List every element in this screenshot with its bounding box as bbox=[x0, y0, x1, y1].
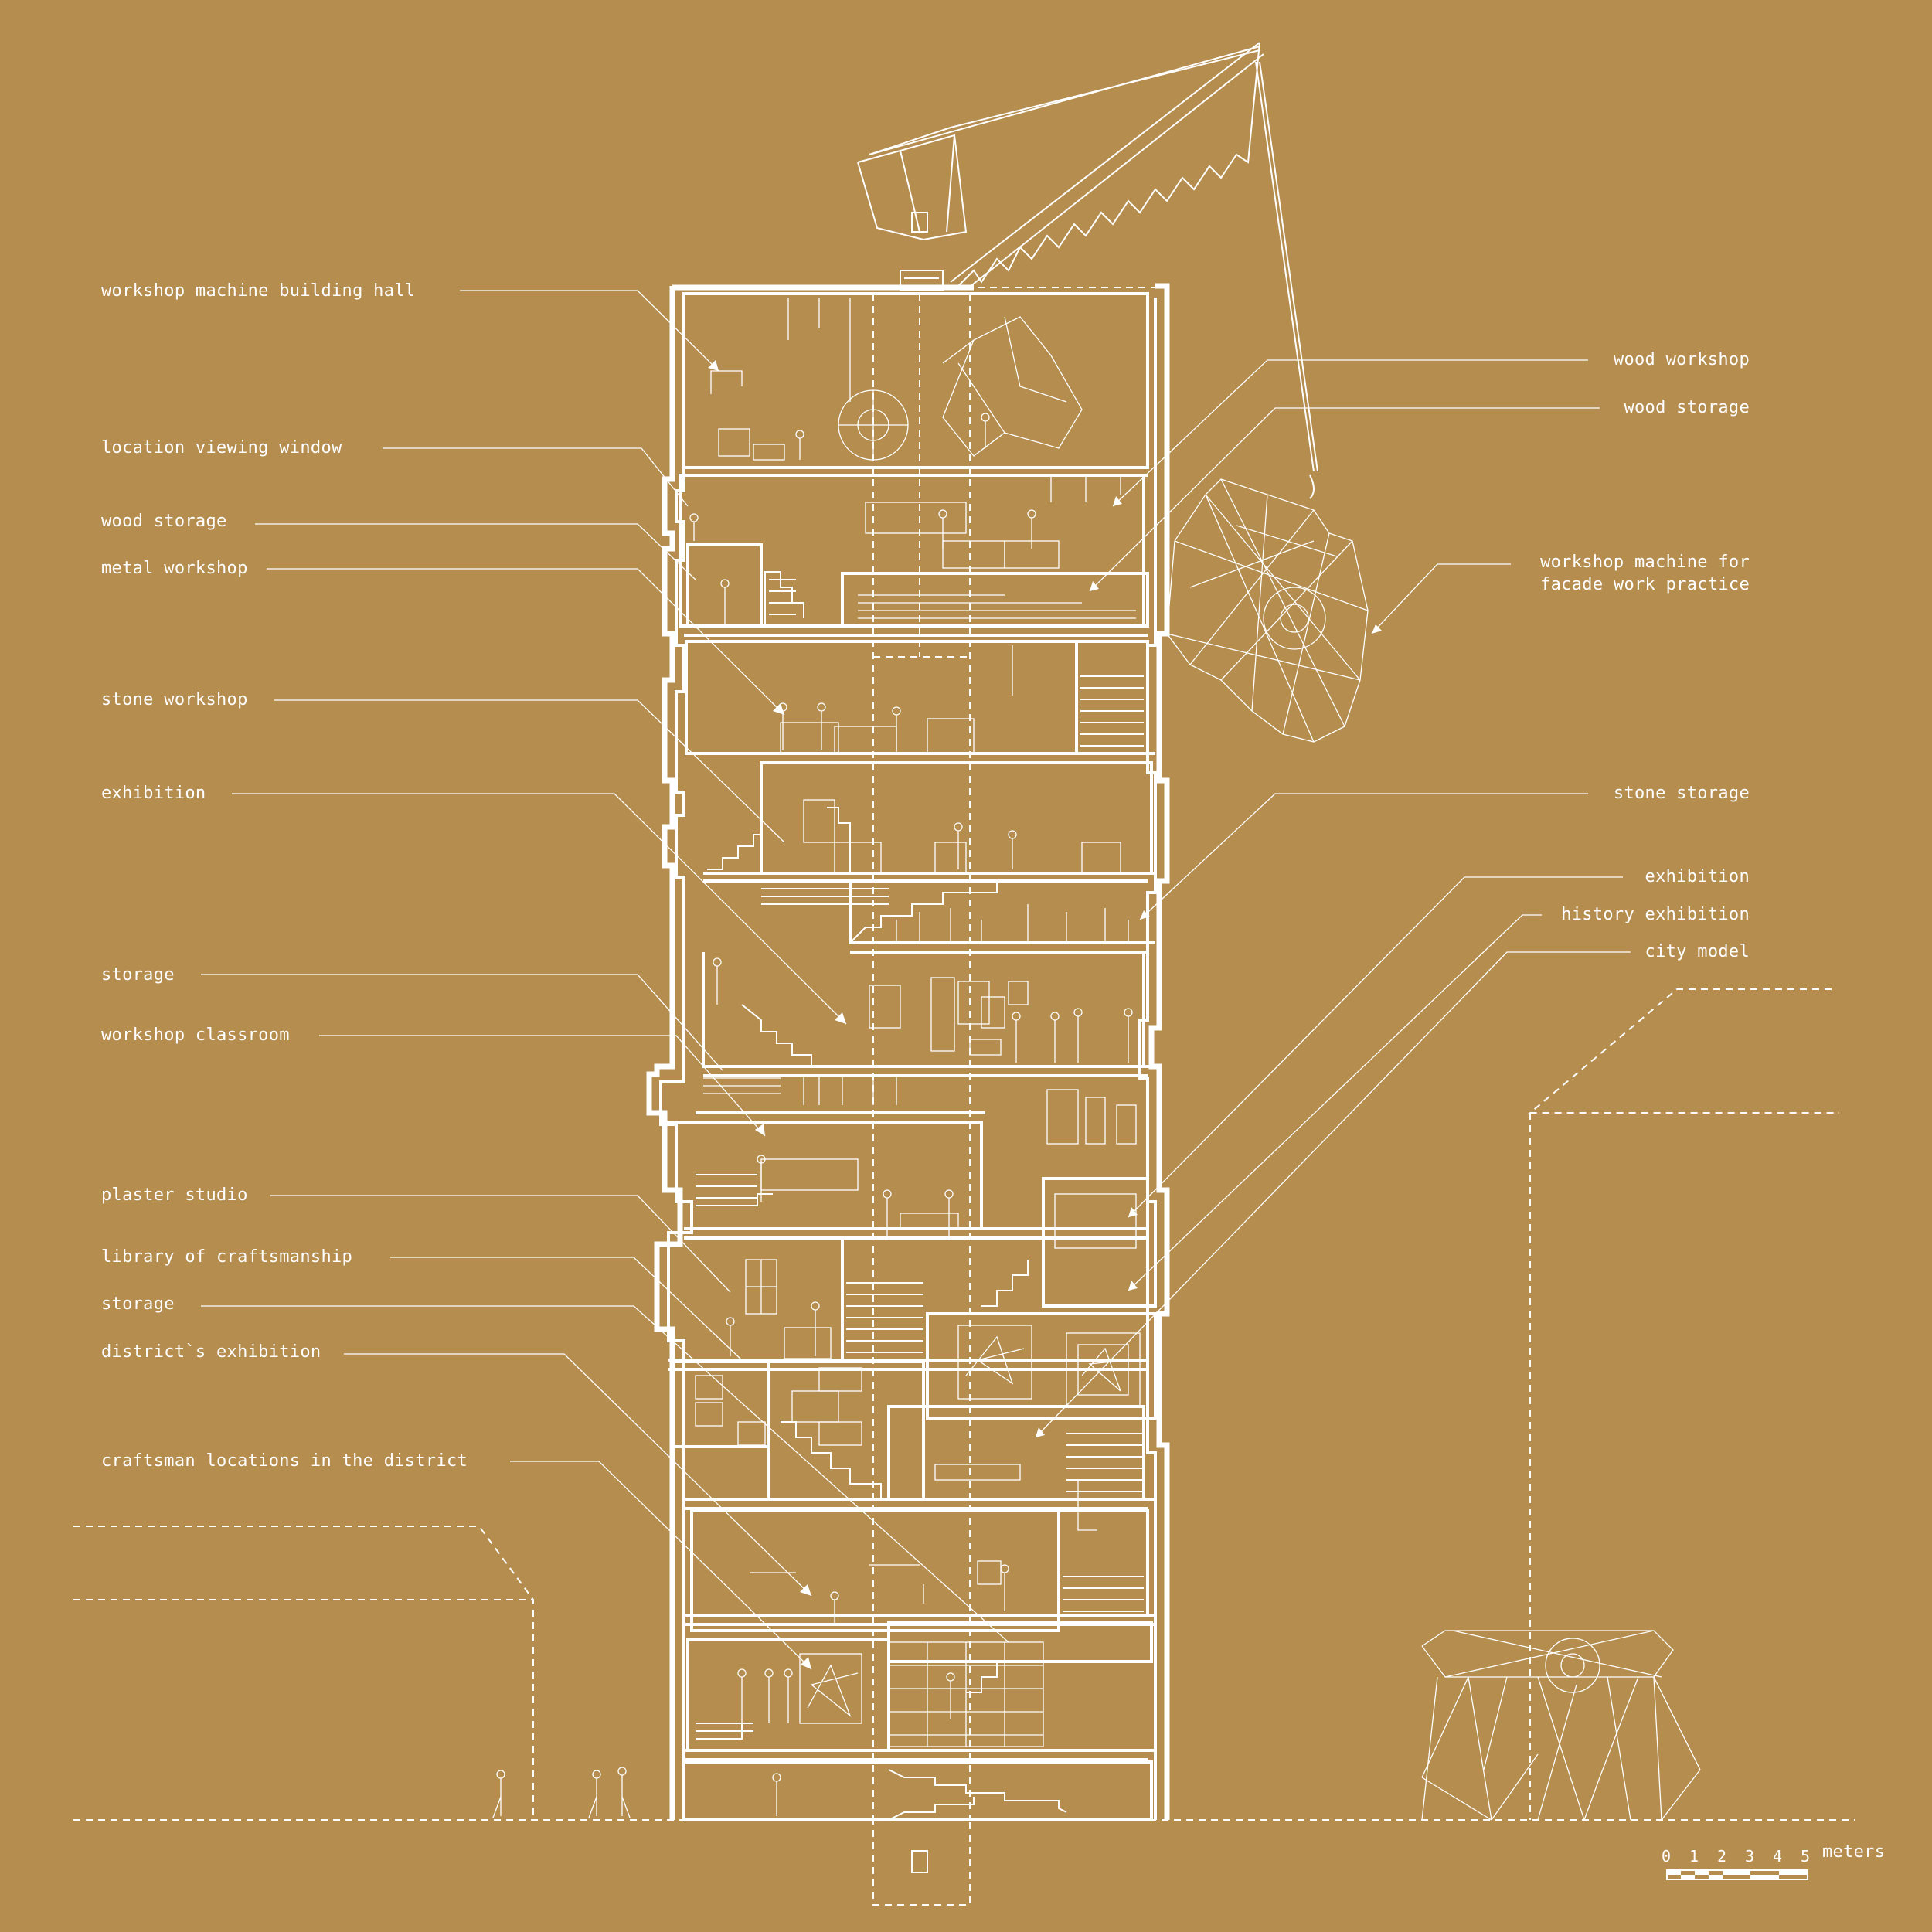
scale-tick-1: 1 bbox=[1689, 1847, 1699, 1866]
outer-wall-right bbox=[1148, 283, 1170, 1820]
crane bbox=[857, 42, 1318, 499]
outer-walls bbox=[646, 283, 1170, 1820]
basement-outline bbox=[872, 1819, 971, 1906]
label-city-model: city model bbox=[1645, 942, 1750, 961]
label-library-of-craftsmanship: library of craftsmanship bbox=[101, 1247, 353, 1267]
label-wood-storage-left: wood storage bbox=[101, 512, 227, 531]
label-metal-workshop: metal workshop bbox=[101, 559, 248, 578]
neighbour-outline-upper bbox=[73, 1526, 534, 1820]
stairs bbox=[696, 571, 1144, 1821]
label-workshop-classroom: workshop classroom bbox=[101, 1026, 290, 1045]
scale-tick-0: 0 bbox=[1662, 1847, 1672, 1866]
label-exhibition-right: exhibition bbox=[1645, 867, 1750, 886]
neighbour-outline-right-top bbox=[1528, 988, 1839, 1114]
label-wood-storage-right: wood storage bbox=[1624, 398, 1750, 417]
scale-tick-4: 4 bbox=[1773, 1847, 1783, 1866]
elevator-shaft bbox=[872, 294, 971, 1820]
label-workshop-machine-building-hall: workshop machine building hall bbox=[101, 281, 416, 301]
label-stone-workshop: stone workshop bbox=[101, 690, 248, 709]
scale-tick-2: 2 bbox=[1717, 1847, 1727, 1866]
interior-partitions bbox=[665, 292, 1157, 1821]
basement-object bbox=[911, 1850, 928, 1873]
facade-machine-ground bbox=[1421, 1630, 1701, 1821]
scale-bar bbox=[1666, 1869, 1808, 1880]
scale-tick-5: 5 bbox=[1801, 1847, 1811, 1866]
facade-machine-hanging bbox=[1166, 478, 1369, 743]
outer-wall-left-inner bbox=[659, 298, 693, 1820]
label-workshop-machine-facade: workshop machine for facade work practic… bbox=[1540, 553, 1750, 594]
scale-tick-3: 3 bbox=[1745, 1847, 1755, 1866]
label-stone-storage: stone storage bbox=[1613, 784, 1750, 803]
label-craftsman-locations: craftsman locations in the district bbox=[101, 1451, 468, 1471]
label-location-viewing-window: location viewing window bbox=[101, 438, 342, 457]
label-storage-lower: storage bbox=[101, 1294, 175, 1314]
leader-lines bbox=[201, 290, 1631, 1670]
label-districts-exhibition: district`s exhibition bbox=[101, 1342, 321, 1362]
label-history-exhibition: history exhibition bbox=[1561, 905, 1750, 924]
label-storage-upper: storage bbox=[101, 965, 175, 985]
scale-unit: meters bbox=[1822, 1842, 1886, 1862]
floor-slabs bbox=[668, 466, 1155, 1761]
people bbox=[492, 413, 1133, 1818]
label-wood-workshop: wood workshop bbox=[1613, 350, 1750, 369]
label-plaster-studio: plaster studio bbox=[101, 1185, 248, 1205]
outer-wall-left bbox=[646, 286, 683, 1820]
interior-details bbox=[695, 298, 1141, 1747]
label-exhibition-left: exhibition bbox=[101, 784, 206, 803]
